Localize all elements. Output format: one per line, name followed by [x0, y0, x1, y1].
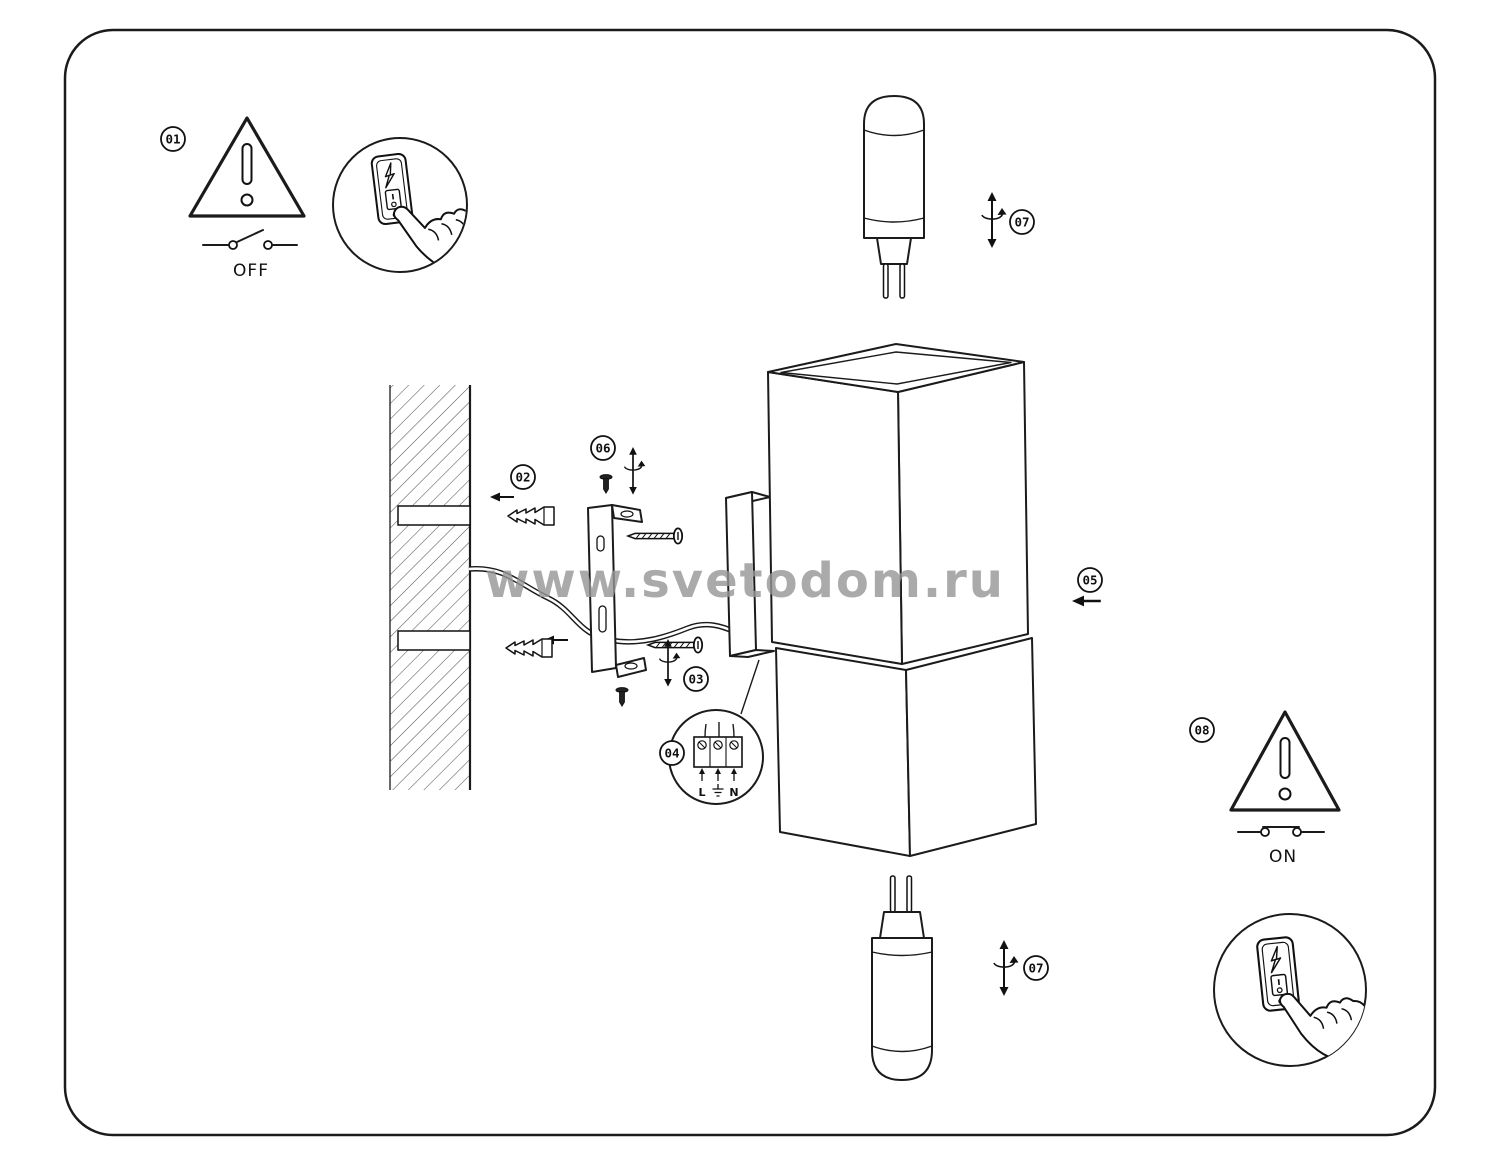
step-badge-08-label: 08 — [1194, 723, 1209, 738]
bulb-pin — [889, 875, 896, 913]
bracket-slot-top — [596, 535, 605, 552]
earth-icon — [712, 784, 724, 797]
on-label: ON — [1269, 847, 1297, 867]
off-label: OFF — [233, 261, 269, 281]
step-badge-07-top: 07 — [1009, 209, 1035, 235]
step-badge-06-label: 06 — [595, 441, 610, 456]
bulb-top — [863, 95, 925, 299]
step-04-group: L N 04 — [659, 659, 764, 805]
bulb-pin — [899, 263, 906, 299]
terminal-line-label: L — [698, 786, 705, 799]
step-badge-08: 08 — [1189, 717, 1215, 743]
step-03-group: 03 — [658, 638, 709, 692]
step-badge-02-label: 02 — [515, 470, 530, 485]
step-badge-06: 06 — [590, 435, 616, 461]
step-badge-03: 03 — [683, 666, 709, 692]
drill-hole-top — [397, 505, 471, 526]
step-badge-07-bottom-label: 07 — [1028, 961, 1043, 976]
terminal-neutral-label: N — [729, 786, 738, 799]
switch-press-detail-on — [1213, 913, 1367, 1067]
step-02-group: 02 — [489, 464, 569, 658]
bracket-slot-bottom — [598, 605, 607, 633]
detail-leader-line — [740, 659, 760, 715]
step-badge-04: 04 — [659, 740, 685, 766]
drill-hole-bottom — [397, 630, 471, 651]
step-01-group: 01 OFF — [160, 116, 468, 281]
step-08-group: 08 ON — [1189, 710, 1367, 1067]
bulb-pin — [906, 875, 913, 913]
switch-press-detail-off — [332, 137, 468, 273]
warning-triangle-icon — [188, 116, 306, 218]
bulb-pin — [882, 263, 889, 299]
lamp-shade-lower — [775, 637, 1037, 857]
step-badge-02: 02 — [510, 464, 536, 490]
switch-closed-symbol — [1237, 826, 1325, 837]
lamp-shade-upper — [767, 343, 1029, 665]
mounting-bracket — [587, 504, 647, 678]
switch-open-symbol — [202, 229, 298, 250]
terminal-block: L N — [693, 722, 743, 799]
warning-triangle-icon — [1229, 710, 1341, 812]
step-badge-03-label: 03 — [688, 672, 703, 687]
step-badge-05: 05 — [1077, 567, 1103, 593]
step-badge-07-top-label: 07 — [1014, 215, 1029, 230]
watermark: www.svetodom.ru — [485, 553, 1005, 609]
wall-hatch — [390, 385, 470, 790]
step-badge-01-label: 01 — [165, 132, 180, 147]
bulb-bottom — [871, 875, 933, 1081]
step-badge-07-bottom: 07 — [1023, 955, 1049, 981]
step-badge-01: 01 — [160, 126, 186, 152]
step-badge-04-label: 04 — [664, 746, 679, 761]
step-05-group: 05 — [1070, 567, 1103, 608]
step-06-group: 06 — [590, 435, 647, 496]
step-badge-05-label: 05 — [1082, 573, 1097, 588]
lamp-body — [725, 343, 1037, 857]
wall-section — [389, 385, 472, 790]
